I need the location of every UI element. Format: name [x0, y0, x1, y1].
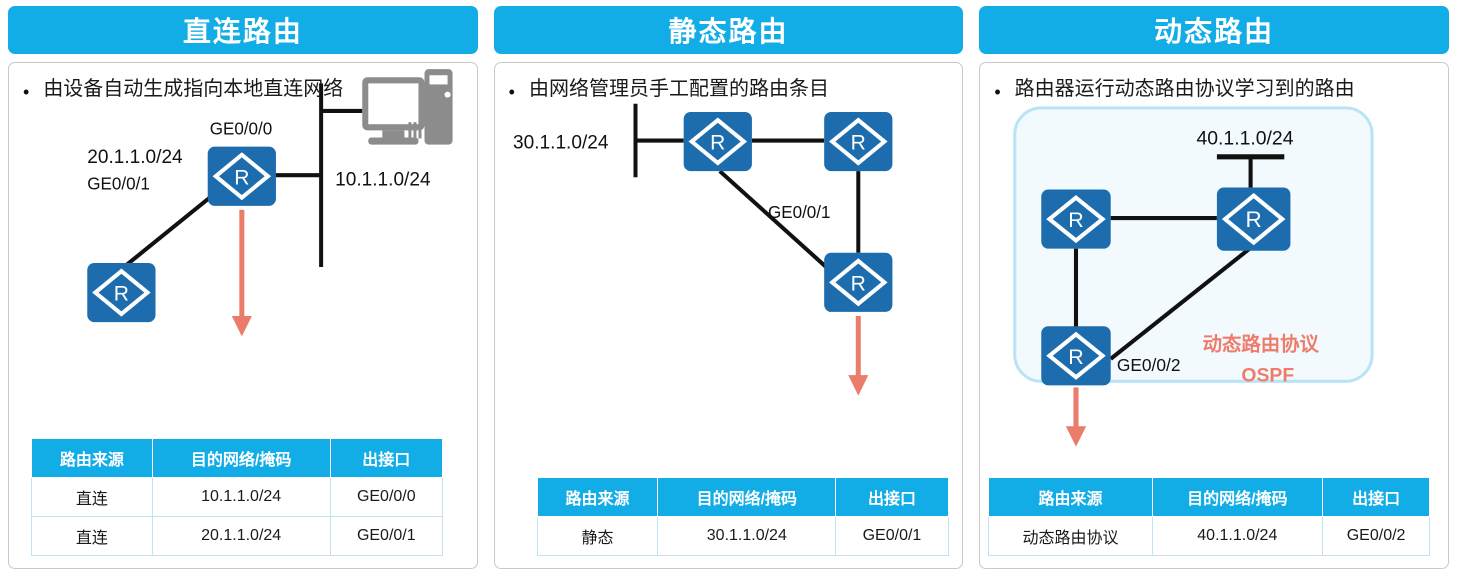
table-row: 动态路由协议 40.1.1.0/24 GE0/0/2 — [988, 516, 1431, 556]
panel-body-dynamic-route: • 路由器运行动态路由协议学习到的路由 — [979, 62, 1450, 569]
panel-body-direct-route: • 由设备自动生成指向本地直连网络 — [8, 62, 478, 569]
cell-destination: 20.1.1.0/24 — [151, 516, 331, 556]
bullet-dot-icon: • — [994, 82, 1001, 102]
label-if-bottom: GE0/0/2 — [1117, 355, 1181, 375]
router-node-r1: R — [683, 111, 752, 172]
cell-out-interface: GE0/0/0 — [329, 477, 444, 517]
label-net-top: 40.1.1.0/24 — [1197, 128, 1294, 150]
bullet-dot-icon: • — [508, 82, 515, 102]
panel-dynamic-route: 动态路由 • 路由器运行动态路由协议学习到的路由 — [979, 6, 1450, 569]
th-out-interface: 出接口 — [329, 438, 444, 478]
down-arrow-to-table — [1066, 387, 1087, 447]
bullet-text-static-route: 由网络管理员手工配置的路由条目 — [528, 78, 829, 100]
svg-text:R: R — [114, 282, 129, 306]
table-row: 直连 10.1.1.0/24 GE0/0/0 — [31, 477, 444, 517]
bullet-text-direct-route: 由设备自动生成指向本地直连网络 — [43, 78, 344, 100]
label-net-left: 30.1.1.0/24 — [513, 133, 609, 154]
table-row: 直连 20.1.1.0/24 GE0/0/1 — [31, 516, 444, 556]
svg-text:R: R — [710, 131, 725, 155]
table-header-row: 路由来源 目的网络/掩码 出接口 — [988, 477, 1431, 517]
th-destination: 目的网络/掩码 — [657, 477, 837, 517]
routing-table-direct: 路由来源 目的网络/掩码 出接口 直连 10.1.1.0/24 GE0/0/0 … — [31, 438, 444, 556]
down-arrow-to-table — [231, 209, 252, 337]
panel-body-static-route: • 由网络管理员手工配置的路由条目 — [493, 62, 964, 569]
cell-route-source: 静态 — [536, 516, 659, 556]
panel-header-static-route: 静态路由 — [493, 6, 964, 54]
table-header-row: 路由来源 目的网络/掩码 出接口 — [536, 477, 949, 517]
label-protocol-name: 动态路由协议 — [1203, 333, 1320, 356]
svg-text:R: R — [1069, 208, 1084, 232]
cell-route-source: 动态路由协议 — [988, 516, 1153, 556]
th-route-source: 路由来源 — [988, 477, 1153, 517]
router-node-main: R — [207, 146, 276, 206]
bullet-static-route: • 由网络管理员手工配置的路由条目 — [495, 63, 963, 102]
router-node-r3: R — [1041, 326, 1112, 386]
panel-static-route: 静态路由 • 由网络管理员手工配置的路由条目 — [493, 6, 964, 569]
link-r3-r2 — [1109, 247, 1252, 361]
panel-header-dynamic-route: 动态路由 — [979, 6, 1450, 54]
cell-destination: 30.1.1.0/24 — [657, 516, 837, 556]
link-r1-r3 — [718, 169, 828, 269]
bullet-dynamic-route: • 路由器运行动态路由协议学习到的路由 — [980, 63, 1448, 102]
routing-table-static: 路由来源 目的网络/掩码 出接口 静态 30.1.1.0/24 GE0/0/1 — [536, 477, 949, 556]
panel-header-direct-route: 直连路由 — [8, 6, 478, 54]
router-node-peer: R — [87, 262, 156, 323]
svg-text:R: R — [850, 131, 865, 155]
th-out-interface: 出接口 — [835, 477, 949, 517]
router-node-r2: R — [1217, 187, 1291, 251]
th-route-source: 路由来源 — [536, 477, 659, 517]
cell-out-interface: GE0/0/1 — [329, 516, 444, 556]
th-destination: 目的网络/掩码 — [1151, 477, 1323, 517]
router-node-r3: R — [823, 252, 893, 312]
cell-out-interface: GE0/0/2 — [1321, 516, 1431, 556]
label-net-left: 20.1.1.0/24 — [87, 147, 183, 168]
bullet-dot-icon: • — [23, 82, 30, 102]
bullet-direct-route: • 由设备自动生成指向本地直连网络 — [9, 63, 477, 102]
th-route-source: 路由来源 — [31, 438, 153, 478]
bullet-text-dynamic-route: 路由器运行动态路由协议学习到的路由 — [1014, 78, 1355, 100]
label-if-left: GE0/0/1 — [87, 173, 150, 193]
svg-text:R: R — [234, 165, 249, 189]
ospf-area-region — [1013, 106, 1374, 383]
cell-route-source: 直连 — [31, 516, 153, 556]
down-arrow-to-table — [847, 316, 869, 396]
table-row: 静态 30.1.1.0/24 GE0/0/1 — [536, 516, 949, 556]
label-if-top: GE0/0/0 — [210, 118, 273, 138]
cell-destination: 40.1.1.0/24 — [1151, 516, 1323, 556]
label-net-right: 10.1.1.0/24 — [335, 169, 431, 190]
table-header-row: 路由来源 目的网络/掩码 出接口 — [31, 438, 444, 478]
cell-route-source: 直连 — [31, 477, 153, 517]
label-if-mid: GE0/0/1 — [768, 202, 831, 222]
cell-destination: 10.1.1.0/24 — [151, 477, 331, 517]
cell-out-interface: GE0/0/1 — [835, 516, 949, 556]
router-node-r2: R — [823, 111, 893, 172]
routing-table-dynamic: 路由来源 目的网络/掩码 出接口 动态路由协议 40.1.1.0/24 GE0/… — [988, 477, 1431, 556]
router-node-r1: R — [1041, 189, 1112, 249]
svg-text:R: R — [1069, 345, 1084, 369]
th-destination: 目的网络/掩码 — [151, 438, 331, 478]
th-out-interface: 出接口 — [1321, 477, 1431, 517]
panel-direct-route: 直连路由 • 由设备自动生成指向本地直连网络 — [8, 6, 478, 569]
link-router-to-router — [125, 191, 216, 267]
label-protocol-abbr: OSPF — [1242, 364, 1295, 386]
svg-text:R: R — [1246, 207, 1262, 232]
svg-text:R: R — [850, 271, 865, 295]
